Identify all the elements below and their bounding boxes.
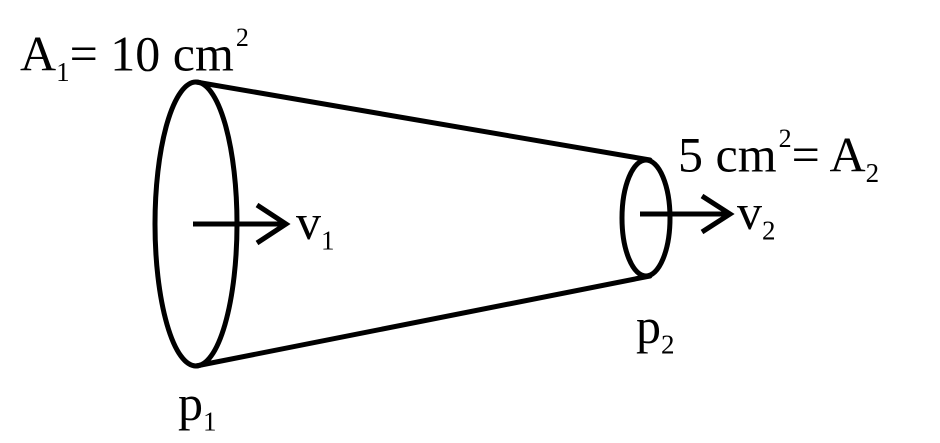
inlet-area-label: A1= 10 cm2 <box>20 25 249 86</box>
outlet-area-exponent: 2 <box>778 124 792 153</box>
inlet-velocity-index: 1 <box>321 225 335 256</box>
inlet-pressure-index: 1 <box>203 406 217 437</box>
inlet-pressure-symbol: p <box>178 375 203 431</box>
outlet-velocity-index: 2 <box>762 215 776 246</box>
velocity-arrow-1 <box>193 202 291 246</box>
pipe-upper-wall <box>193 79 653 163</box>
outlet-velocity-label: v2 <box>737 187 776 244</box>
outlet-area-label: 5 cm2= A2 <box>678 126 879 187</box>
inlet-velocity-label: v1 <box>296 197 335 254</box>
outlet-area-value: 5 cm <box>678 126 777 183</box>
pipe-lower-wall <box>193 273 653 369</box>
outlet-area-symbol: = A <box>791 126 866 183</box>
inlet-area-exponent: 2 <box>235 23 249 52</box>
inlet-area-value: = 10 cm <box>69 25 234 82</box>
inlet-pressure-label: p1 <box>178 378 217 435</box>
velocity-arrow-2 <box>640 193 735 235</box>
outlet-pressure-index: 2 <box>661 329 675 360</box>
outlet-pressure-label: p2 <box>636 301 675 358</box>
outlet-cross-section <box>619 157 673 279</box>
outlet-velocity-symbol: v <box>737 184 762 240</box>
inlet-area-index: 1 <box>56 56 70 87</box>
inlet-area-symbol: A <box>20 25 57 82</box>
inlet-velocity-symbol: v <box>296 194 321 250</box>
outlet-area-index: 2 <box>865 157 880 188</box>
outlet-pressure-symbol: p <box>636 298 661 354</box>
